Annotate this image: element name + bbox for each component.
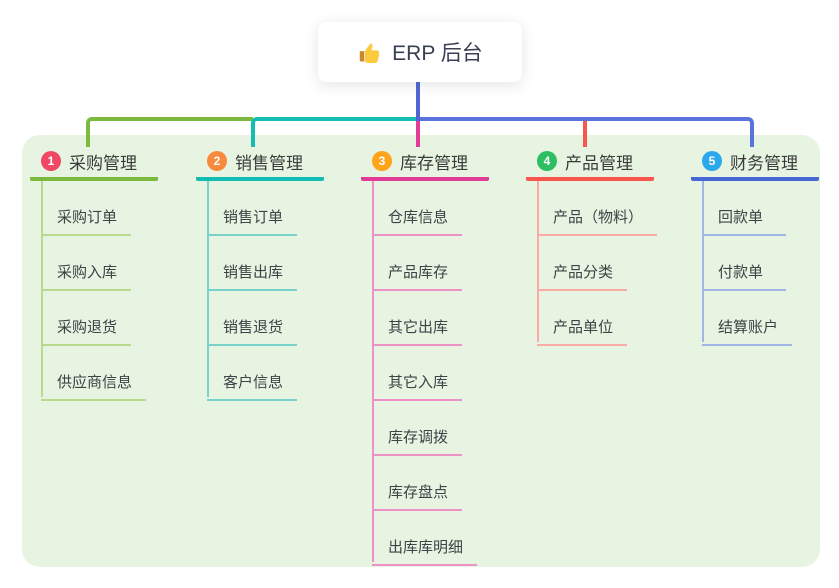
child-node[interactable]: 销售出库 [207,236,298,291]
branch-sales: 2 销售管理销售订单销售出库销售退货客户信息 [196,145,324,401]
child-node[interactable]: 库存盘点 [372,456,463,511]
branch-children: 产品（物料）产品分类产品单位 [537,181,658,346]
child-node[interactable]: 产品库存 [372,236,463,291]
connector-branch-purchase [86,117,253,147]
thumbs-up-icon [359,42,380,63]
branch-inventory: 3 库存管理仓库信息产品库存其它出库其它入库库存调拨库存盘点出库库明细 [361,145,489,566]
badge-number-icon: 5 [702,151,722,171]
branch-spine-line [372,181,374,562]
branch-title-label: 采购管理 [69,153,137,173]
child-node[interactable]: 库存调拨 [372,401,463,456]
child-node[interactable]: 付款单 [702,236,786,291]
child-node[interactable]: 仓库信息 [372,181,463,236]
child-node[interactable]: 出库库明细 [372,511,478,566]
connector-branch-finance [416,117,754,147]
child-node[interactable]: 产品单位 [537,291,628,346]
branch-spine-line [702,181,704,342]
child-node[interactable]: 销售退货 [207,291,298,346]
branch-title-label: 产品管理 [565,153,633,173]
child-node[interactable]: 销售订单 [207,181,298,236]
branch-title-label: 财务管理 [730,153,798,173]
branch-spine-line [537,181,539,342]
badge-number-icon: 1 [41,151,61,171]
child-node[interactable]: 采购退货 [41,291,132,346]
child-node[interactable]: 采购入库 [41,236,132,291]
child-node[interactable]: 其它入库 [372,346,463,401]
branch-title-inventory[interactable]: 3 库存管理 [361,145,489,181]
branch-title-product[interactable]: 4 产品管理 [526,145,654,181]
connector-root-trunk [416,82,420,121]
branch-title-label: 销售管理 [235,153,303,173]
child-node[interactable]: 采购订单 [41,181,132,236]
branch-spine-line [207,181,209,397]
connector-branch-inventory [416,121,420,147]
badge-number-icon: 2 [207,151,227,171]
mindmap-background-panel [22,135,820,567]
child-node[interactable]: 回款单 [702,181,786,236]
branch-purchase: 1 采购管理采购订单采购入库采购退货供应商信息 [30,145,158,401]
child-node[interactable]: 结算账户 [702,291,793,346]
branch-children: 回款单付款单结算账户 [702,181,819,346]
branch-title-purchase[interactable]: 1 采购管理 [30,145,158,181]
branch-product: 4 产品管理产品（物料）产品分类产品单位 [526,145,658,346]
child-node[interactable]: 产品（物料） [537,181,658,236]
connector-branch-product [583,121,587,147]
branch-finance: 5 财务管理回款单付款单结算账户 [691,145,819,346]
child-node[interactable]: 其它出库 [372,291,463,346]
child-node[interactable]: 供应商信息 [41,346,147,401]
branch-title-finance[interactable]: 5 财务管理 [691,145,819,181]
badge-number-icon: 4 [537,151,557,171]
branch-children: 销售订单销售出库销售退货客户信息 [207,181,324,401]
branch-spine-line [41,181,43,397]
branch-title-sales[interactable]: 2 销售管理 [196,145,324,181]
branch-children: 仓库信息产品库存其它出库其它入库库存调拨库存盘点出库库明细 [372,181,489,566]
child-node[interactable]: 客户信息 [207,346,298,401]
badge-number-icon: 3 [372,151,392,171]
branch-title-label: 库存管理 [400,153,468,173]
child-node[interactable]: 产品分类 [537,236,628,291]
branch-children: 采购订单采购入库采购退货供应商信息 [41,181,158,401]
root-node-label: ERP 后台 [392,42,483,65]
connector-branch-sales [251,117,421,147]
root-node[interactable]: ERP 后台 [318,22,522,82]
